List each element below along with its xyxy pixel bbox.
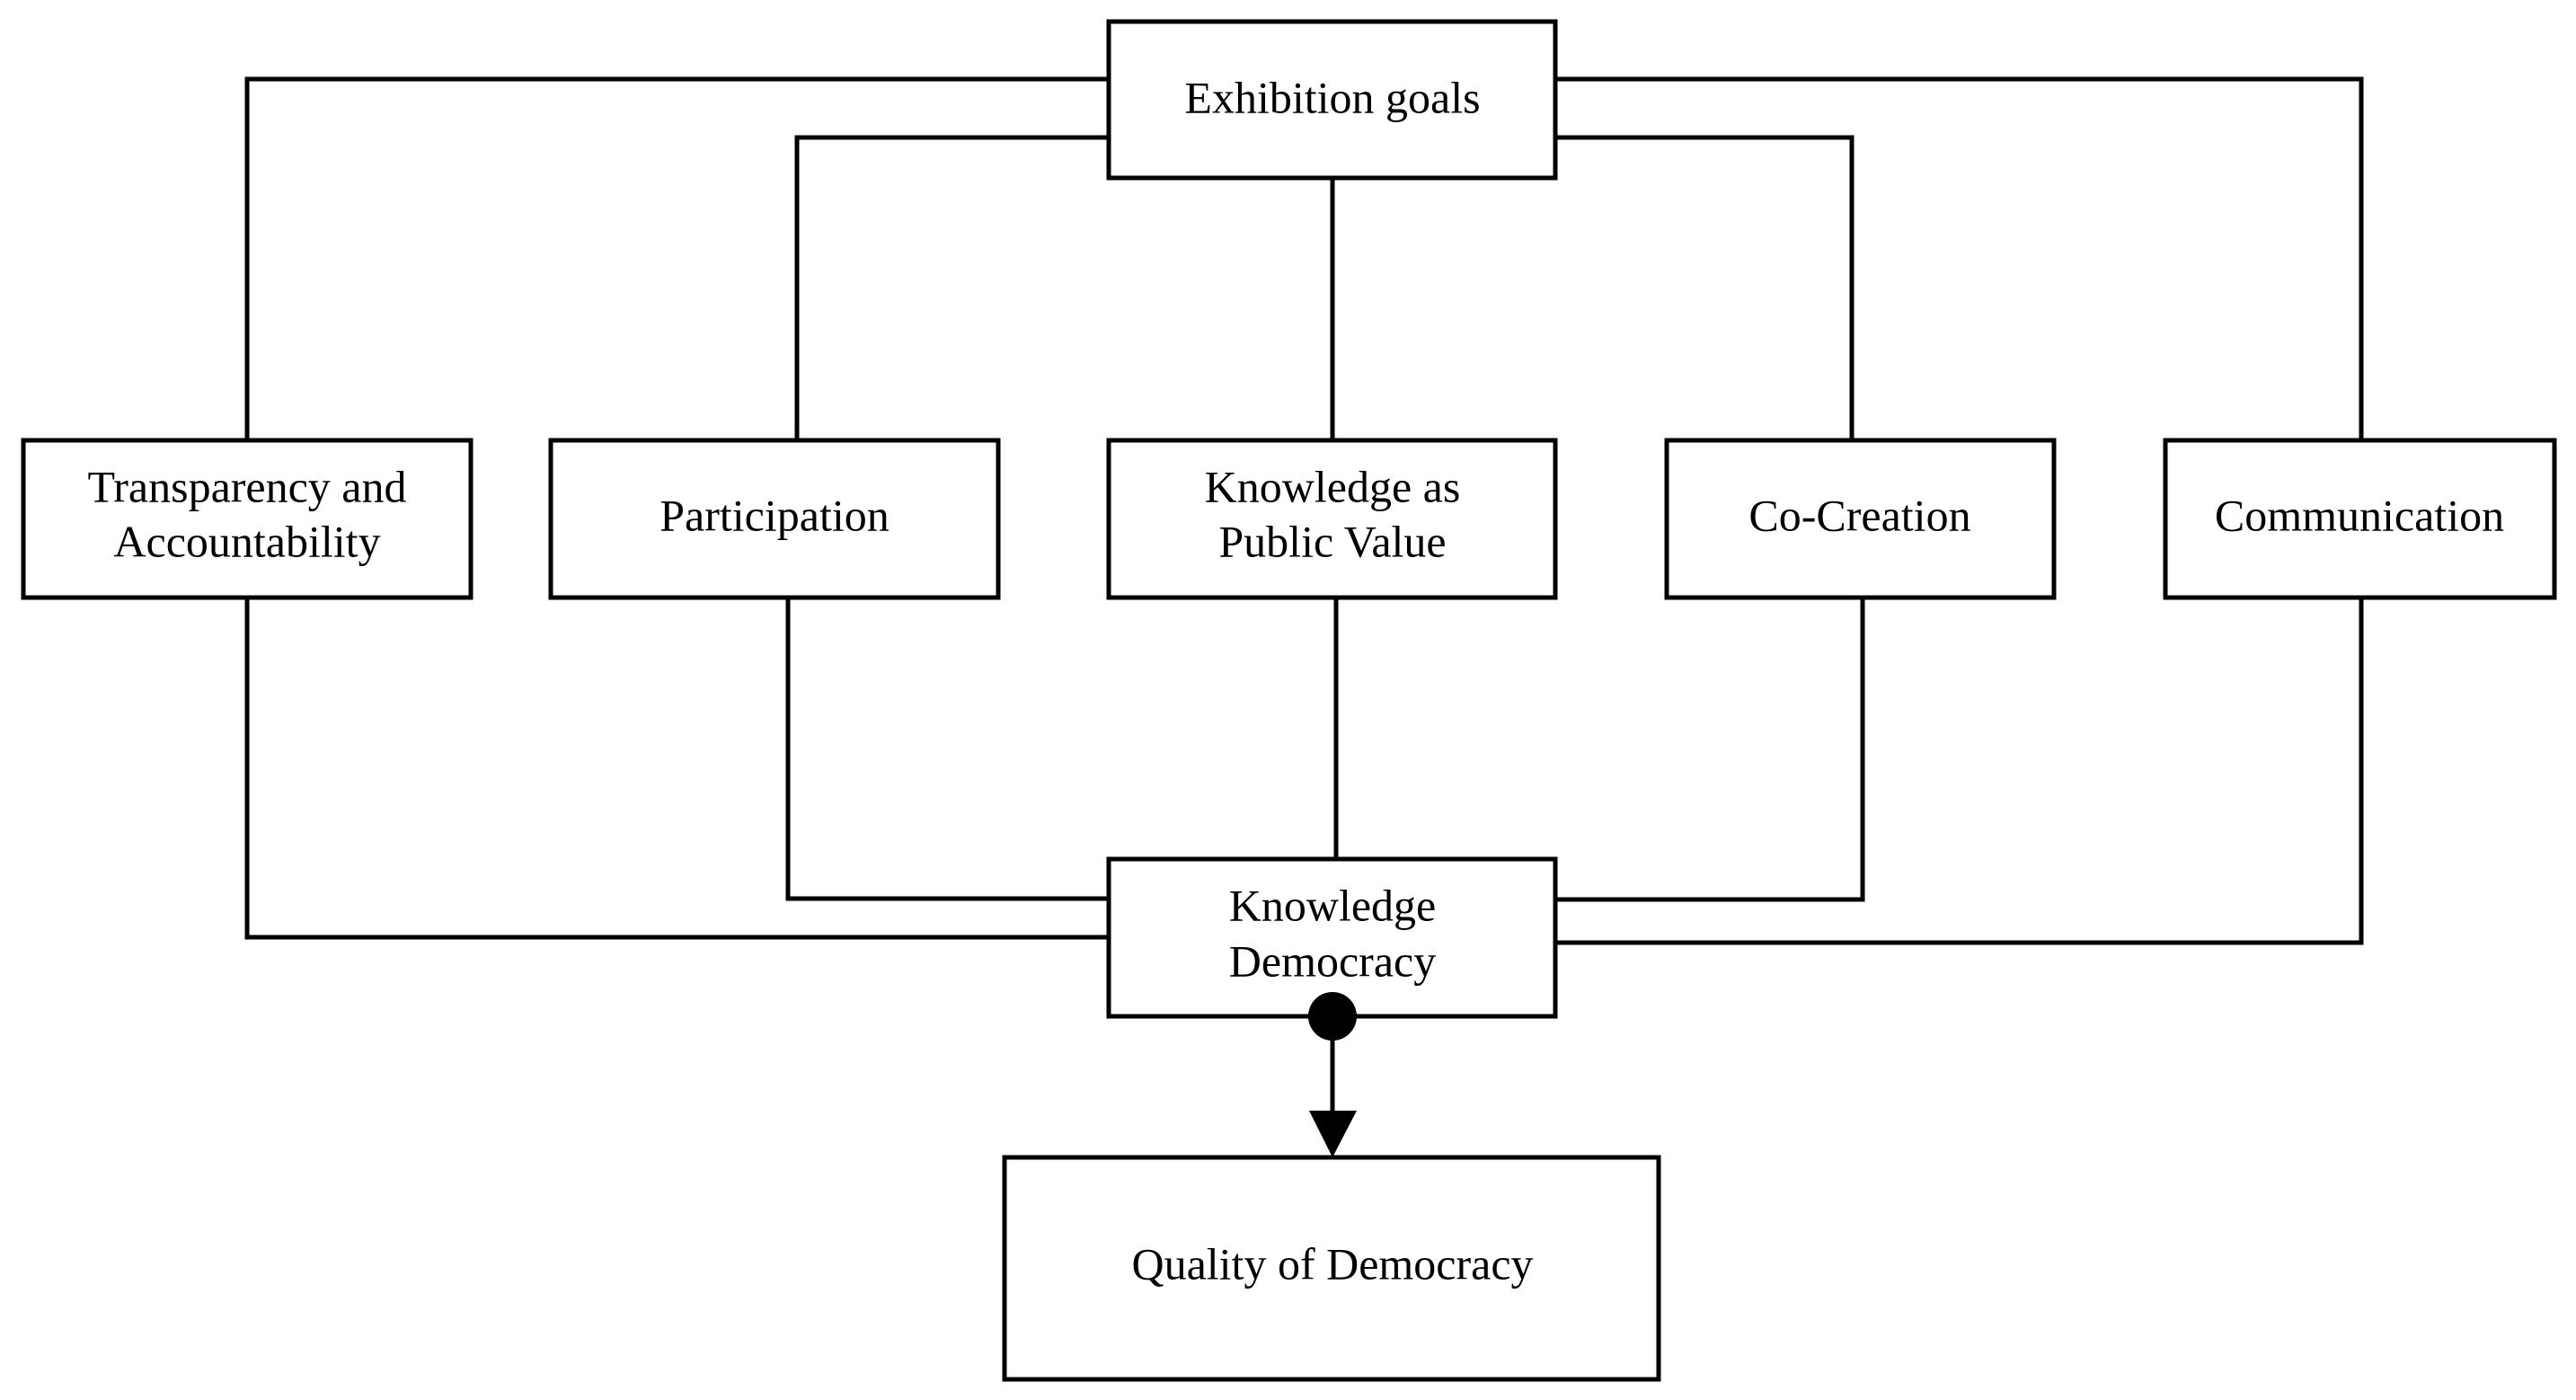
connector-goals-transparency — [244, 76, 1109, 440]
node-quality-of-democracy: Quality of Democracy — [1002, 1155, 1661, 1382]
node-exhibition-goals-label: Exhibition goals — [1184, 72, 1480, 122]
node-knowledge-public-value: Knowledge as Public Value — [1106, 438, 1558, 600]
connector-goals-participation — [794, 135, 1109, 440]
node-knowledge-democracy-label-line2: Democracy — [1229, 935, 1436, 986]
node-communication: Communication — [2163, 438, 2557, 600]
node-knowledge-value-label-line1: Knowledge as — [1205, 461, 1461, 511]
node-exhibition-goals: Exhibition goals — [1106, 19, 1558, 181]
node-quality-of-democracy-label: Quality of Democracy — [1131, 1238, 1533, 1289]
node-participation-label: Participation — [659, 490, 890, 540]
node-knowledge-democracy-label-line1: Knowledge — [1229, 880, 1437, 930]
node-co-creation: Co-Creation — [1664, 438, 2057, 600]
arrow-hub-to-outcome — [1308, 992, 1357, 1157]
node-participation: Participation — [548, 438, 1001, 600]
connector-goals-communication — [1555, 76, 2364, 440]
connector-cocreation-hub — [1555, 598, 1865, 902]
arrow-head — [1309, 1111, 1357, 1157]
connector-communication-hub — [1555, 598, 2364, 945]
arrow-origin-dot — [1308, 992, 1357, 1041]
connectors-top — [244, 76, 2364, 440]
connector-transparency-hub — [244, 598, 1109, 940]
node-knowledge-democracy: Knowledge Democracy — [1106, 856, 1558, 1019]
connector-goals-cocreation — [1555, 135, 1855, 440]
node-co-creation-label: Co-Creation — [1748, 490, 1970, 540]
node-transparency-label-line2: Accountability — [113, 516, 380, 566]
node-communication-label: Communication — [2215, 490, 2504, 540]
connector-participation-hub — [785, 598, 1109, 901]
node-transparency-accountability: Transparency and Accountability — [21, 438, 474, 600]
node-transparency-label-line1: Transparency and — [87, 461, 406, 511]
connectors-bottom — [244, 598, 2364, 945]
node-knowledge-value-label-line2: Public Value — [1218, 516, 1446, 566]
